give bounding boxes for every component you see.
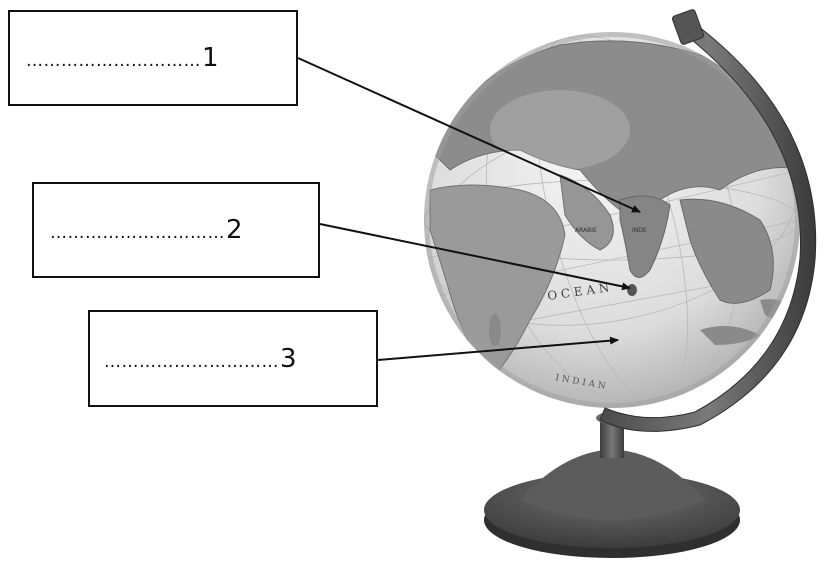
answer-blank-3[interactable]: …………………………: [104, 351, 279, 372]
globe-base: [484, 412, 740, 558]
globe-label-arabie: ARABIE: [575, 227, 597, 234]
answer-blank-2[interactable]: …………………………: [50, 223, 225, 243]
globe-label-inde: INDE: [632, 227, 647, 234]
label-number-2: 2: [226, 215, 243, 245]
label-box-1[interactable]: ………………………… 1: [8, 10, 298, 106]
arrow-2: [319, 223, 631, 291]
label-box-2[interactable]: ………………………… 2: [32, 182, 320, 278]
label-number-3: 3: [280, 343, 297, 374]
arrow-3: [377, 336, 619, 361]
answer-blank-1[interactable]: …………………………: [26, 51, 201, 71]
label-number-1: 1: [202, 43, 219, 73]
globe-sphere: O C E A N I N D I A N ARABIE INDE: [424, 32, 800, 408]
label-box-3[interactable]: ………………………… 3: [88, 310, 378, 407]
globe-meridian-arm: [599, 9, 817, 432]
arrow-1: [297, 57, 641, 213]
pointer-arrows: [297, 57, 641, 361]
